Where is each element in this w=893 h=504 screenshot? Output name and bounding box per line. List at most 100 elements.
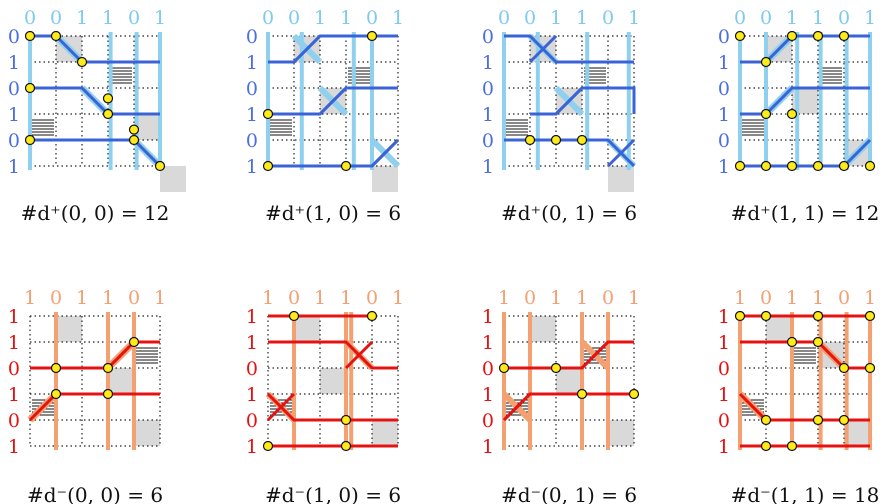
shaded-cell <box>160 166 186 192</box>
top-label: 0 <box>366 7 378 29</box>
left-label: 1 <box>8 52 20 74</box>
node-dot <box>838 30 850 42</box>
top-label: 1 <box>550 287 562 309</box>
left-label: 1 <box>482 436 494 458</box>
left-label: 0 <box>718 410 730 432</box>
shaded-cell <box>108 368 134 394</box>
top-label: 1 <box>628 7 640 29</box>
node-dot <box>24 30 36 42</box>
node-dot <box>102 388 114 400</box>
left-label: 0 <box>718 26 730 48</box>
node-dot <box>102 93 114 104</box>
left-label: 0 <box>718 358 730 380</box>
node-dot <box>812 30 824 42</box>
top-label: 1 <box>576 7 588 29</box>
left-label: 1 <box>8 384 20 406</box>
shaded-cell <box>608 166 634 192</box>
left-label: 1 <box>482 52 494 74</box>
node-dot <box>128 134 140 146</box>
left-label: 0 <box>482 358 494 380</box>
node-dot <box>812 160 824 172</box>
top-label: 1 <box>340 7 352 29</box>
left-label: 1 <box>718 104 730 126</box>
horizontal-path <box>268 138 400 168</box>
top-label: 1 <box>786 7 798 29</box>
node-dot <box>734 310 746 322</box>
top-label: 1 <box>576 287 588 309</box>
node-dot <box>760 414 772 426</box>
horizontal-path <box>30 86 160 116</box>
panel-caption: #d⁺(0, 0) = 12 <box>21 201 170 225</box>
node-dot <box>812 336 824 348</box>
left-label: 0 <box>246 358 258 380</box>
left-label: 1 <box>482 332 494 354</box>
horizontal-path <box>740 34 870 64</box>
node-dot <box>76 56 88 68</box>
node-dot <box>262 160 274 172</box>
left-label: 0 <box>482 26 494 48</box>
horizontal-path <box>266 392 398 422</box>
left-label: 1 <box>246 384 258 406</box>
left-label: 0 <box>482 78 494 100</box>
node-dot <box>288 310 300 322</box>
top-label: 1 <box>314 287 326 309</box>
node-dot <box>24 82 36 94</box>
panel-caption: #d⁺(1, 0) = 6 <box>265 201 401 225</box>
top-label: 1 <box>864 7 876 29</box>
top-label: 0 <box>288 287 300 309</box>
node-dot <box>262 108 274 120</box>
left-label: 0 <box>246 130 258 152</box>
left-label: 0 <box>482 130 494 152</box>
shaded-cell <box>766 316 792 342</box>
node-dot <box>102 108 114 120</box>
top-label: 1 <box>812 287 824 309</box>
node-dot <box>24 134 36 146</box>
shaded-cell <box>320 368 346 394</box>
shaded-cell <box>56 316 82 342</box>
node-dot <box>812 310 824 322</box>
left-label: 0 <box>8 26 20 48</box>
left-label: 1 <box>718 156 730 178</box>
left-label: 0 <box>718 78 730 100</box>
top-label: 0 <box>602 287 614 309</box>
horizontal-path <box>30 34 160 64</box>
left-label: 0 <box>718 130 730 152</box>
horizontal-path <box>740 86 870 116</box>
left-label: 0 <box>8 78 20 100</box>
horizontal-path <box>740 340 870 370</box>
node-dot <box>734 160 746 172</box>
horizontal-path <box>268 34 398 64</box>
top-label: 0 <box>602 7 614 29</box>
node-dot <box>50 362 62 374</box>
top-label: 1 <box>314 7 326 29</box>
top-label: 1 <box>550 7 562 29</box>
top-label: 0 <box>760 7 772 29</box>
node-dot <box>340 160 352 172</box>
top-label: 1 <box>628 287 640 309</box>
shaded-cell <box>134 420 160 446</box>
top-label: 0 <box>50 287 62 309</box>
node-dot <box>838 414 850 426</box>
panel-caption: #d⁻(1, 0) = 6 <box>265 483 401 504</box>
top-label: 1 <box>734 287 746 309</box>
node-dot <box>760 56 772 68</box>
left-label: 0 <box>246 78 258 100</box>
node-dot <box>154 160 166 172</box>
node-dot <box>128 124 140 135</box>
top-label: 1 <box>102 287 114 309</box>
panel-caption: #d⁻(0, 1) = 6 <box>501 483 637 504</box>
left-label: 1 <box>718 52 730 74</box>
node-dot <box>550 134 562 146</box>
horizontal-path <box>504 138 636 168</box>
node-dot <box>786 108 798 120</box>
top-label: 1 <box>262 287 274 309</box>
left-label: 1 <box>246 436 258 458</box>
left-label: 1 <box>8 332 20 354</box>
left-label: 1 <box>718 384 730 406</box>
node-dot <box>786 160 798 172</box>
left-label: 1 <box>8 306 20 328</box>
